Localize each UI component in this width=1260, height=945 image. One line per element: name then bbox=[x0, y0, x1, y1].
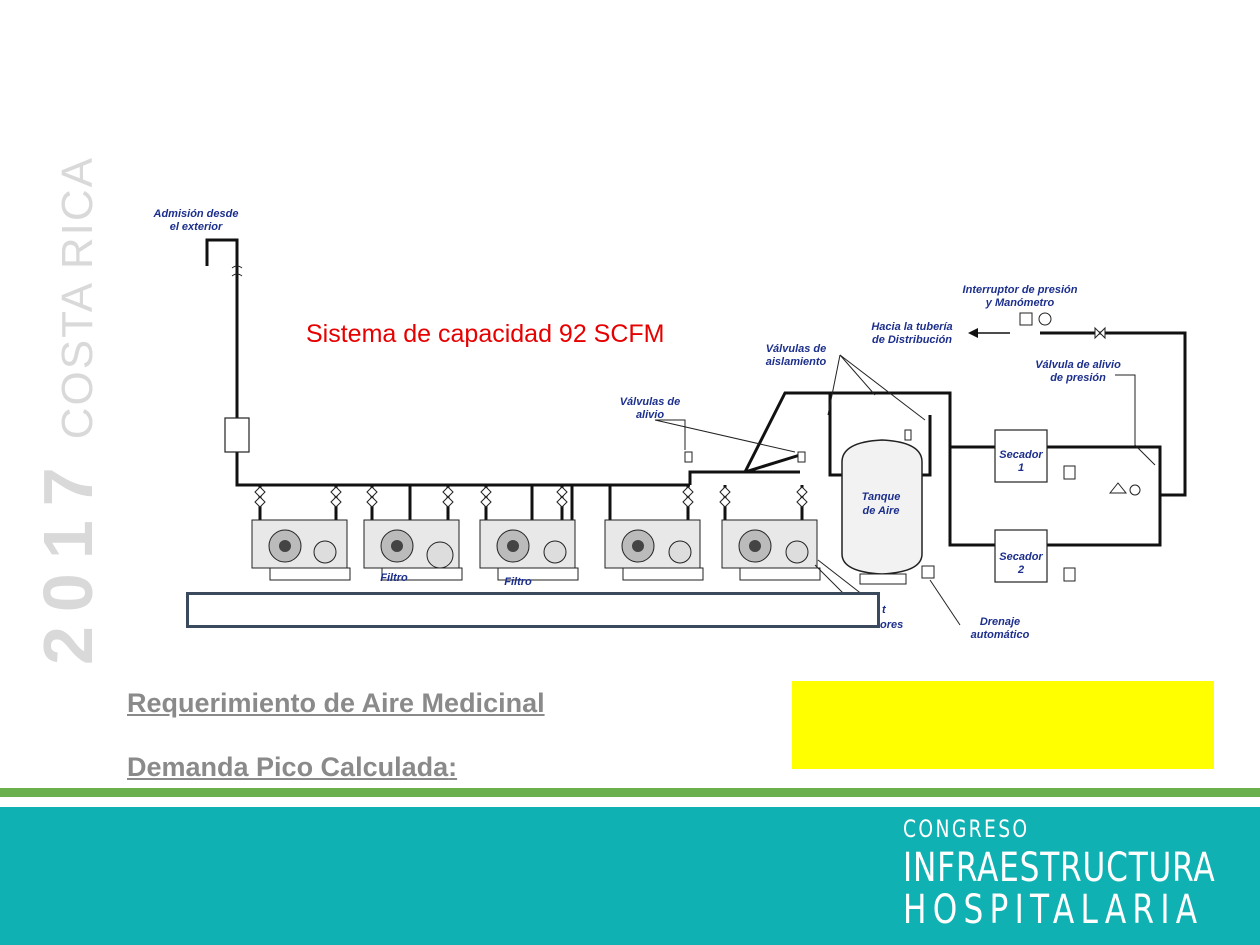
dryer-2 bbox=[994, 529, 1048, 583]
label-dryer2-1: Secador bbox=[999, 551, 1043, 563]
label-pressure-switch-2: y Manómetro bbox=[985, 297, 1055, 309]
label-isolation-valves-1: Válvulas de bbox=[766, 343, 827, 355]
label-pressure-relief-1: Válvula de alivio bbox=[1035, 359, 1121, 371]
peak-demand-heading: Demanda Pico Calculada: bbox=[127, 752, 457, 783]
label-tank-2: de Aire bbox=[863, 505, 900, 517]
label-relief-valves-2: alivio bbox=[636, 409, 664, 421]
label-filter-a: Filtro bbox=[380, 572, 408, 584]
label-intake-1: Admisión desde bbox=[153, 208, 239, 220]
label-drain-1: Drenaje bbox=[980, 616, 1020, 628]
label-pressure-switch-1: Interruptor de presión bbox=[963, 284, 1078, 296]
peak-demand-colon: : bbox=[448, 752, 458, 782]
empty-outlined-box bbox=[186, 592, 880, 628]
compressor-4 bbox=[604, 519, 704, 581]
compressed-air-schematic: Admisión desde el exterior Válvulas de a… bbox=[153, 208, 1187, 641]
label-dryer1-1: Secador bbox=[999, 449, 1043, 461]
logo-line-2: INFRAESTRUCTURA bbox=[903, 845, 1216, 891]
label-distribution-1: Hacia la tubería bbox=[871, 321, 952, 333]
label-isolation-valves-2: aislamiento bbox=[766, 356, 827, 368]
label-partial-2: ores bbox=[880, 619, 903, 631]
footer-gap bbox=[0, 797, 1260, 807]
label-tank-1: Tanque bbox=[862, 491, 901, 503]
label-distribution-2: de Distribución bbox=[872, 334, 952, 346]
air-tank bbox=[841, 429, 935, 585]
label-intake-2: el exterior bbox=[170, 221, 223, 233]
logo-line-1: CONGRESO bbox=[903, 815, 1030, 843]
label-dryer1-2: 1 bbox=[1018, 462, 1024, 474]
congress-logo: CONGRESO INFRAESTRUCTURA HOSPITALARIA bbox=[903, 815, 1260, 933]
footer-band bbox=[0, 807, 1260, 945]
label-drain-2: automático bbox=[971, 629, 1030, 641]
peak-demand-label: Demanda Pico Calculada bbox=[127, 752, 449, 782]
compressor-3 bbox=[479, 519, 579, 581]
dryer-1 bbox=[994, 429, 1048, 483]
compressor-5 bbox=[721, 519, 821, 581]
check-valves bbox=[254, 486, 808, 508]
label-partial-1: t bbox=[882, 604, 887, 616]
requirement-heading: Requerimiento de Aire Medicinal bbox=[127, 688, 545, 718]
highlight-box bbox=[792, 681, 1214, 769]
leader-lines bbox=[654, 354, 1156, 626]
label-pressure-relief-2: de presión bbox=[1050, 372, 1106, 384]
intake-pipe bbox=[205, 238, 690, 487]
footer-stripe bbox=[0, 788, 1260, 797]
compressor-2 bbox=[363, 519, 463, 581]
intake-filter bbox=[224, 417, 250, 453]
compressor-1 bbox=[251, 519, 351, 581]
label-dryer2-2: 2 bbox=[1017, 564, 1024, 576]
capacity-title: Sistema de capacidad 92 SCFM bbox=[306, 320, 665, 348]
label-filter-b: Filtro bbox=[504, 576, 532, 588]
logo-line-3: HOSPITALARIA bbox=[903, 887, 1204, 933]
label-relief-valves-1: Válvulas de bbox=[620, 396, 681, 408]
